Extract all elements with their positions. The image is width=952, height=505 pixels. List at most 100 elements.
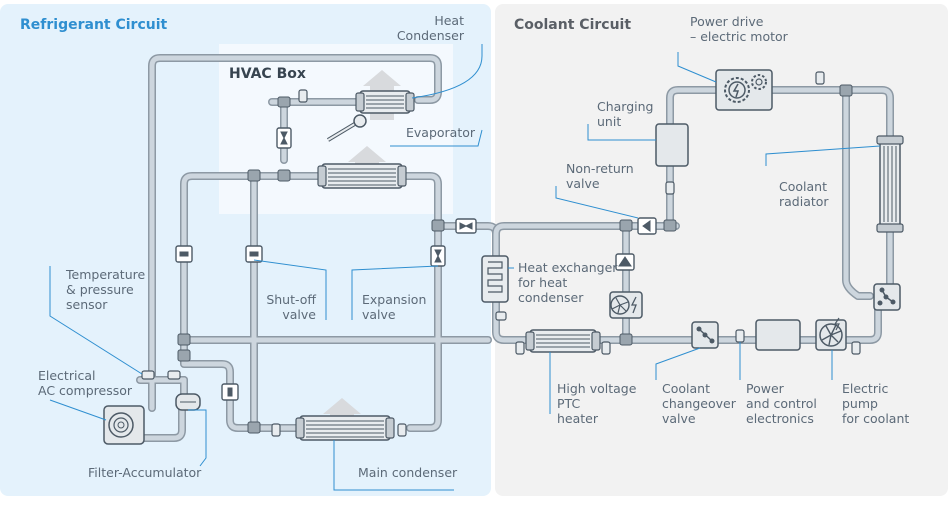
evaporator (317, 163, 407, 189)
label-line: Electric (842, 381, 889, 396)
label-line: Condenser (396, 28, 464, 43)
pipe-joints (177, 84, 853, 434)
main-condenser (295, 415, 395, 441)
joint (619, 219, 633, 232)
valve-glyphs (179, 131, 651, 397)
label-line: Main condenser (358, 465, 458, 480)
joint (431, 219, 445, 232)
sensor-pin (271, 423, 281, 437)
sensor-pin (298, 89, 308, 103)
leader-charging (587, 124, 656, 141)
sensor-pin (601, 341, 611, 355)
radiator-changeover-valve (873, 283, 901, 311)
label-line: Power drive (690, 14, 764, 29)
label-power-electronics: Power and control electronics (746, 381, 817, 426)
label-power-drive: Power drive – electric motor (690, 14, 788, 44)
label-line: Charging (597, 99, 654, 114)
label-line: for coolant (842, 411, 910, 426)
sensor-pin (495, 311, 507, 321)
label-line: condenser (518, 290, 584, 305)
label-shutoff-valve: Shut-off valve (266, 292, 316, 322)
power-control-electronics (755, 319, 801, 351)
coolant-pipes (492, 86, 894, 344)
label-line: Filter-Accumulator (88, 465, 202, 480)
electric-pump-heat-exchanger (609, 291, 643, 319)
sensor-pin (141, 370, 155, 380)
label-nonreturn-valve: Non-return valve (566, 161, 634, 191)
leader-evaporator (390, 129, 483, 147)
sensor-pin (515, 341, 525, 355)
label-line: Electrical (38, 368, 96, 383)
label-line: Power (746, 381, 784, 396)
label-line: Coolant (779, 179, 827, 194)
label-line: electronics (746, 411, 814, 426)
label-line: for heat (518, 275, 568, 290)
joint (277, 96, 291, 108)
joint (277, 169, 291, 182)
label-line: PTC (557, 396, 581, 411)
sensor-pins (141, 71, 861, 437)
label-line: & pressure (66, 282, 134, 297)
label-line: Heat exchanger (518, 260, 618, 275)
coolant-panel (495, 4, 948, 496)
label-heat-condenser: Heat Condenser (388, 13, 464, 43)
leader-lines (49, 44, 881, 491)
leader-main-condenser (333, 440, 454, 491)
label-filter-accumulator: Filter-Accumulator (88, 465, 201, 480)
sensor-pin (397, 423, 407, 437)
label-line: Expansion (362, 292, 427, 307)
coolant-changeover-valve (691, 321, 719, 349)
label-line: Non-return (566, 161, 634, 176)
electrical-ac-compressor (103, 405, 145, 445)
label-line: valve (566, 176, 600, 191)
label-coolant-changeover: Coolant changeover valve (662, 381, 736, 426)
leader-heat-condenser (411, 44, 483, 99)
refrigerant-circuit-title: Refrigerant Circuit (20, 17, 168, 33)
label-line: Temperature (66, 267, 146, 282)
hvac-box-title: HVAC Box (229, 66, 306, 82)
leader-filter (188, 409, 207, 467)
coolant-radiator (876, 135, 904, 233)
label-coolant-radiator: Coolant radiator (779, 179, 829, 209)
leader-power-drive (677, 52, 717, 83)
label-line: pump (842, 396, 878, 411)
label-line: changeover (662, 396, 736, 411)
label-line: radiator (779, 194, 829, 209)
label-line: AC compressor (38, 383, 133, 398)
joint (177, 349, 191, 362)
label-line: valve (282, 307, 316, 322)
electric-pump-coolant (815, 317, 847, 351)
joint (247, 421, 261, 434)
leader-expansion (351, 265, 439, 320)
label-line: and control (746, 396, 817, 411)
sensor-pin (851, 341, 861, 355)
hv-ptc-heater (525, 329, 601, 353)
label-line: valve (362, 307, 396, 322)
label-electric-pump: Electric pump for coolant (842, 381, 909, 426)
leader-compressor (49, 399, 107, 421)
leader-shutoff (253, 259, 327, 320)
sensor-pin (815, 71, 825, 85)
leader-radiator (765, 145, 881, 166)
label-heat-exchanger: Heat exchanger for heat condenser (518, 260, 617, 305)
label-line: Evaporator (406, 125, 476, 140)
sensor-pin (167, 370, 181, 380)
leader-nonreturn (555, 186, 639, 219)
label-line: unit (597, 114, 622, 129)
joint (839, 84, 853, 97)
joint (663, 219, 677, 232)
power-drive-motor (715, 69, 773, 111)
heat-exchanger (481, 255, 509, 303)
sensor-pin (735, 329, 745, 343)
label-line: Heat (434, 13, 464, 28)
label-hv-ptc-heater: High voltage PTC heater (557, 381, 636, 426)
filter-accumulator (175, 393, 201, 411)
joint (619, 333, 633, 346)
label-line: sensor (66, 297, 108, 312)
joint (177, 333, 191, 346)
heat-condenser (355, 90, 415, 114)
label-line: heater (557, 411, 599, 426)
label-line: Shut-off (266, 292, 316, 307)
